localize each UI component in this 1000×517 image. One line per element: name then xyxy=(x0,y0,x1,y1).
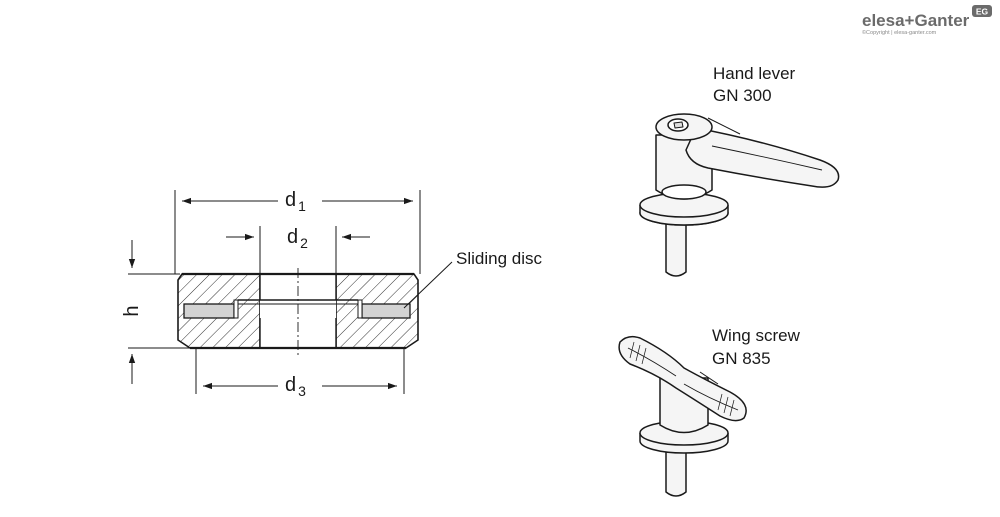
svg-text:Wing screw: Wing screw xyxy=(712,326,801,345)
washer-section-view xyxy=(128,190,453,394)
sliding-disc-right xyxy=(361,303,411,319)
brand-mark-badge xyxy=(972,5,992,17)
brand-mark: EG xyxy=(976,7,989,17)
brand-logo: elesa+Ganter EG ©Copyright | elesa-gante… xyxy=(862,5,992,36)
svg-text:GN 300: GN 300 xyxy=(713,86,772,105)
wing-screw-illustration xyxy=(618,335,747,497)
callout-sliding-disc: Sliding disc xyxy=(456,249,542,268)
svg-text:GN 835: GN 835 xyxy=(712,349,771,368)
callout-leader xyxy=(403,261,453,309)
wing-screw-label: Wing screw GN 835 xyxy=(712,326,801,368)
hand-lever-illustration xyxy=(639,113,840,277)
brand-copyright: ©Copyright | elesa-ganter.com xyxy=(862,29,937,36)
hand-lever-label: Hand lever GN 300 xyxy=(713,64,796,105)
svg-text:Hand lever: Hand lever xyxy=(713,64,796,83)
brand-name: elesa+Ganter xyxy=(862,11,970,30)
dim-label-h: h xyxy=(121,305,143,316)
sliding-disc-left xyxy=(183,303,235,319)
